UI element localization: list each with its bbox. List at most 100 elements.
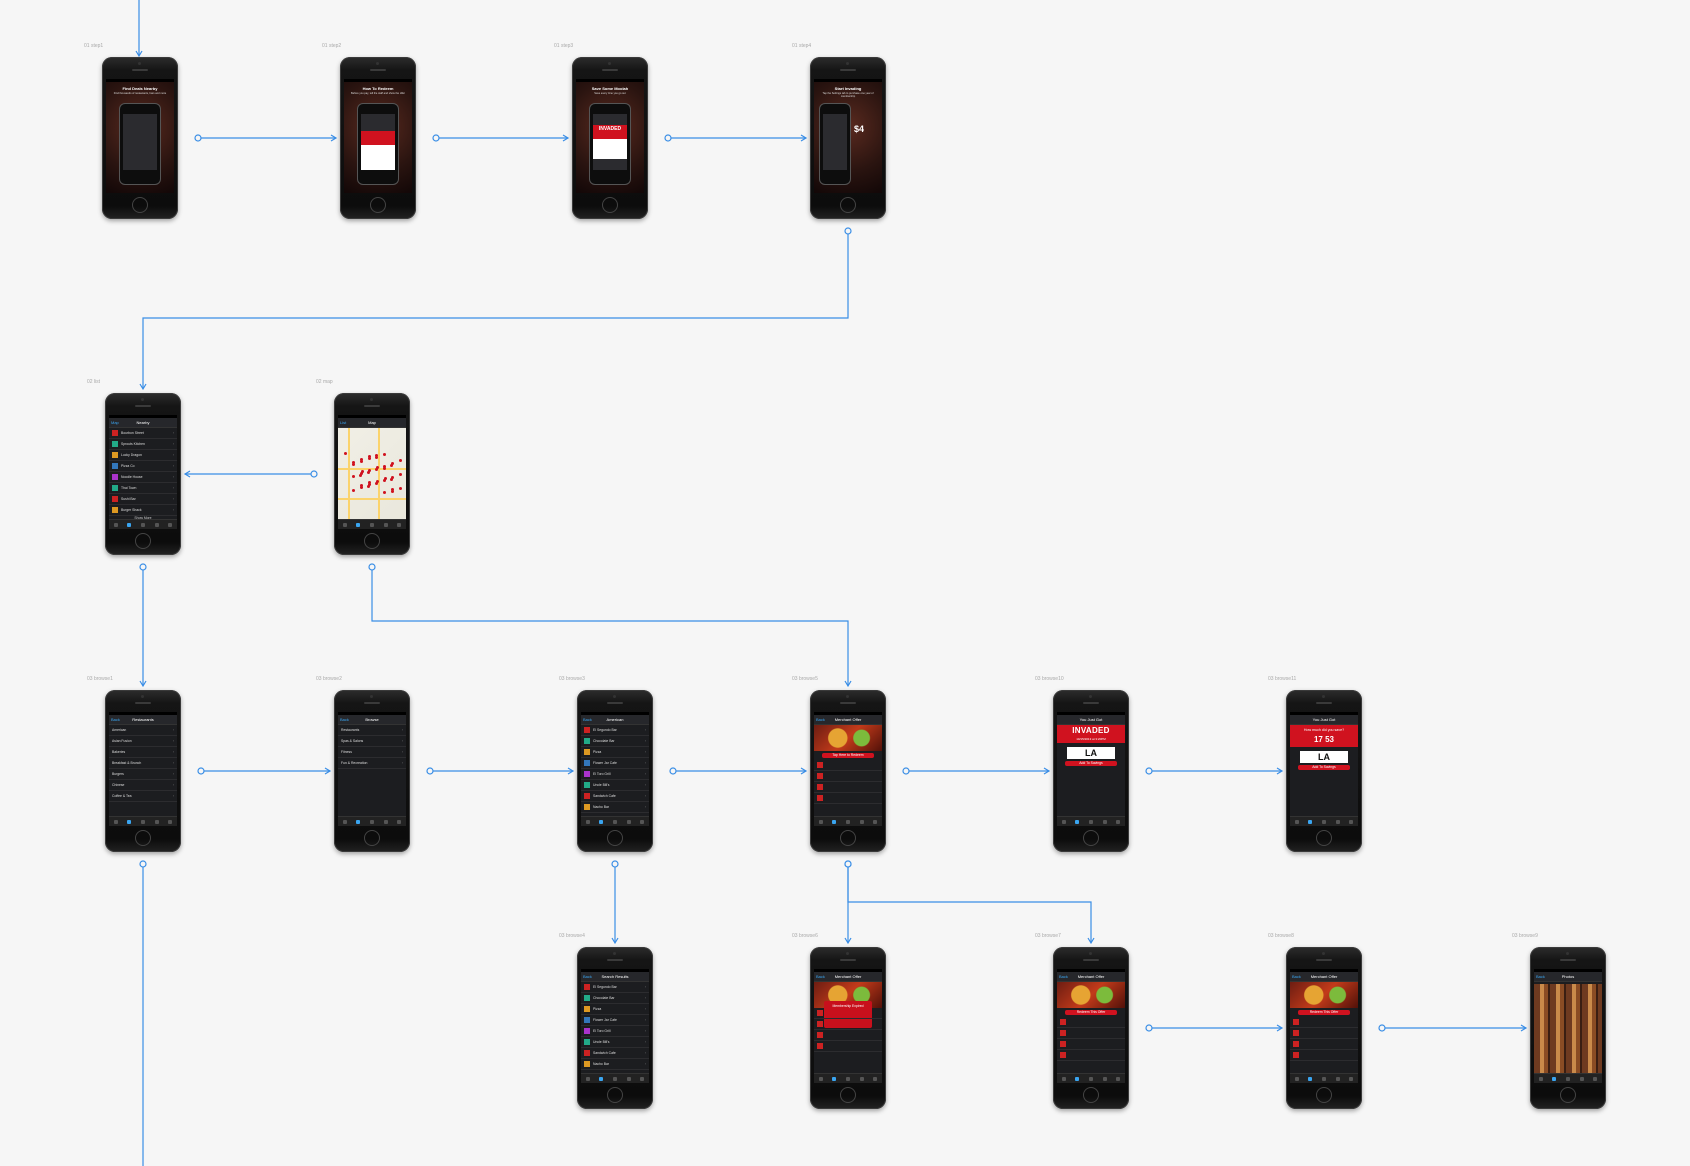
map-pin-icon[interactable] <box>352 461 356 464</box>
map-pin-icon[interactable] <box>360 458 364 461</box>
map-pin-icon[interactable] <box>383 491 387 494</box>
tab-icon[interactable] <box>154 819 159 824</box>
tab-icon[interactable] <box>1294 1076 1299 1081</box>
tab-icon[interactable] <box>818 1076 823 1081</box>
home-button[interactable] <box>840 830 856 846</box>
list-item[interactable]: Fun & Recreation› <box>338 758 406 769</box>
tab-icon[interactable] <box>168 522 173 527</box>
map-pin-icon[interactable] <box>390 476 394 479</box>
tab-icon[interactable] <box>1538 1076 1543 1081</box>
map-pin-icon[interactable] <box>398 473 402 476</box>
list-item[interactable]: Restaurants› <box>338 725 406 736</box>
list-item[interactable]: Sandwich Cafe› <box>581 1048 649 1059</box>
tab-icon[interactable] <box>154 522 159 527</box>
map-pin-icon[interactable] <box>390 464 394 467</box>
list-item[interactable]: El Toro Grill› <box>581 769 649 780</box>
list-item[interactable]: Lucky Dragon› <box>109 450 177 461</box>
nav-back-button[interactable]: Back <box>816 717 825 722</box>
offer-detail-row[interactable] <box>1290 1028 1358 1039</box>
show-more-link[interactable]: Show More <box>134 516 152 520</box>
tab-icon[interactable] <box>1321 819 1326 824</box>
map-pin-icon[interactable] <box>367 485 371 488</box>
tab-icon[interactable] <box>369 522 374 527</box>
tab-icon[interactable] <box>1321 1076 1326 1081</box>
offer-detail-row[interactable] <box>814 1041 882 1052</box>
offer-detail-row[interactable] <box>1057 1028 1125 1039</box>
list-item[interactable]: Chocolate Bar› <box>581 736 649 747</box>
home-button[interactable] <box>135 533 151 549</box>
tab-icon[interactable] <box>873 819 878 824</box>
list-item[interactable]: Spas & Salons› <box>338 736 406 747</box>
list-item[interactable]: Uncle Bill's› <box>581 780 649 791</box>
home-button[interactable] <box>364 533 380 549</box>
tab-icon[interactable] <box>599 819 604 824</box>
list-item[interactable]: Sandwich Cafe› <box>581 791 649 802</box>
offer-detail-row[interactable] <box>1290 1050 1358 1061</box>
redeem-button[interactable]: Tap Here to Redeem <box>822 753 874 758</box>
map-pin-icon[interactable] <box>382 479 386 482</box>
home-button[interactable] <box>135 830 151 846</box>
map-pin-icon[interactable] <box>351 489 355 492</box>
map-pin-icon[interactable] <box>382 453 386 456</box>
offer-detail-row[interactable] <box>1290 1017 1358 1028</box>
merchant-photo[interactable] <box>1534 984 1602 1076</box>
home-button[interactable] <box>1083 1087 1099 1103</box>
tab-icon[interactable] <box>1075 819 1080 824</box>
tab-icon[interactable] <box>397 522 402 527</box>
list-item[interactable]: Flower Jar Cafe› <box>581 1015 649 1026</box>
tab-icon[interactable] <box>873 1076 878 1081</box>
list-item[interactable]: Noodle House› <box>109 472 177 483</box>
map-pin-icon[interactable] <box>359 460 363 463</box>
map-pin-icon[interactable] <box>368 455 372 458</box>
map-pin-icon[interactable] <box>352 475 356 478</box>
offer-detail-row[interactable] <box>814 771 882 782</box>
tab-icon[interactable] <box>383 819 388 824</box>
map-pin-icon[interactable] <box>367 457 371 460</box>
tab-icon[interactable] <box>1565 1076 1570 1081</box>
map-pin-icon[interactable] <box>391 462 394 465</box>
tab-icon[interactable] <box>1294 819 1299 824</box>
list-item[interactable]: El Segundo Bar› <box>581 982 649 993</box>
tab-icon[interactable] <box>127 819 132 824</box>
home-button[interactable] <box>840 1087 856 1103</box>
map-pin-icon[interactable] <box>390 478 394 481</box>
tab-icon[interactable] <box>818 819 823 824</box>
tab-icon[interactable] <box>612 1076 617 1081</box>
map-pin-icon[interactable] <box>398 459 402 462</box>
offer-detail-row[interactable] <box>1057 1039 1125 1050</box>
tab-icon[interactable] <box>168 819 173 824</box>
tab-icon[interactable] <box>1102 1076 1107 1081</box>
nav-back-button[interactable]: Back <box>111 717 120 722</box>
tab-icon[interactable] <box>612 819 617 824</box>
tab-icon[interactable] <box>599 1076 604 1081</box>
tab-icon[interactable] <box>640 1076 645 1081</box>
tab-icon[interactable] <box>1349 1076 1354 1081</box>
add-to-savings-button[interactable]: Add To Savings <box>1065 761 1117 766</box>
list-item[interactable]: Sushi Bar› <box>109 494 177 505</box>
list-item[interactable]: Flower Jar Cafe› <box>581 758 649 769</box>
map-pin-icon[interactable] <box>367 469 371 472</box>
home-button[interactable] <box>1083 830 1099 846</box>
map-pin-icon[interactable] <box>383 465 387 468</box>
list-item[interactable]: Chinese› <box>109 780 177 791</box>
tab-icon[interactable] <box>845 819 850 824</box>
tab-icon[interactable] <box>1349 819 1354 824</box>
tab-icon[interactable] <box>1102 819 1107 824</box>
list-item[interactable]: Thai Town› <box>109 483 177 494</box>
list-item[interactable]: El Toro Grill› <box>581 1026 649 1037</box>
redeem-button[interactable]: Redeem This Offer <box>1298 1010 1350 1015</box>
tab-icon[interactable] <box>859 1076 864 1081</box>
list-item[interactable]: Burgers› <box>109 769 177 780</box>
list-item[interactable]: American› <box>109 725 177 736</box>
list-item[interactable]: Bakeries› <box>109 747 177 758</box>
list-item[interactable]: Pizza› <box>581 1004 649 1015</box>
